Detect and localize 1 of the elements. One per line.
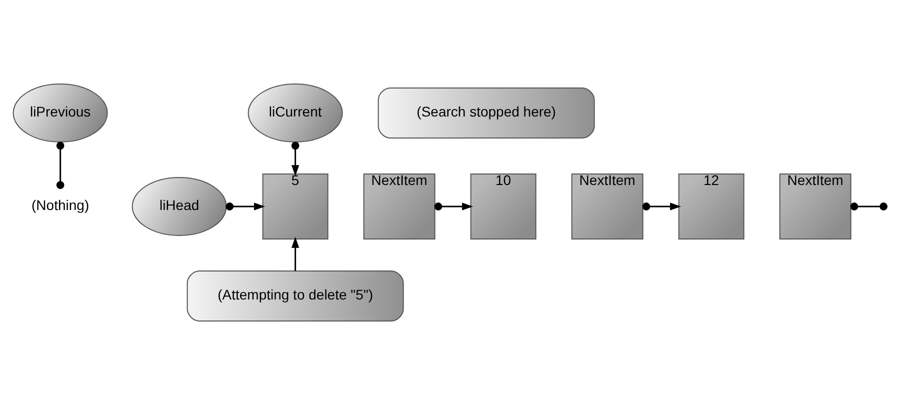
node-text: (Nothing): [32, 196, 90, 213]
